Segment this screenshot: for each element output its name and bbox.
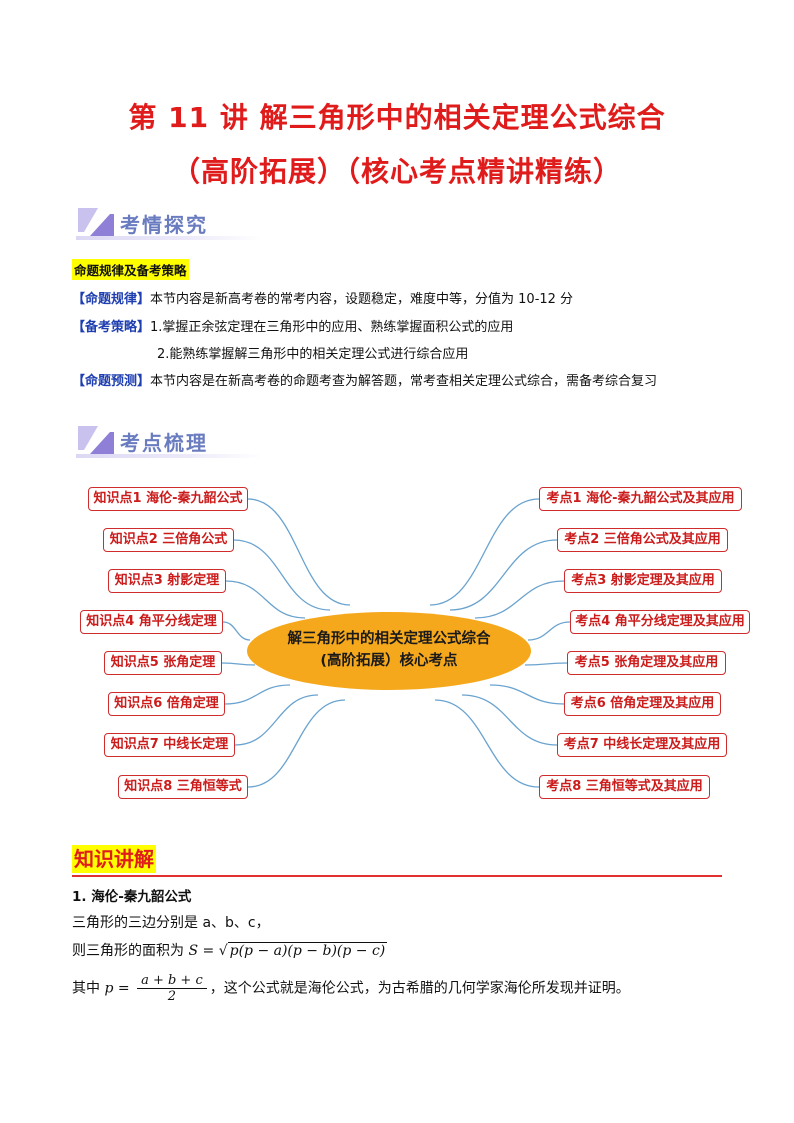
connector-left xyxy=(233,539,331,611)
section-header-key-points: 考点梳理 xyxy=(76,424,266,460)
sqrt-symbol: √ xyxy=(218,943,228,959)
fraction: a + b + c 2 xyxy=(137,973,207,1004)
rule-text: 1.掌握正余弦定理在三角形中的应用、熟练掌握面积公式的应用 xyxy=(150,320,514,335)
page-subtitle: （高阶拓展）（核心考点精讲精练） xyxy=(171,155,622,188)
exam-point-node: 考点1 海伦-秦九韶公式及其应用 xyxy=(539,487,742,511)
knowledge-node: 知识点7 中线长定理 xyxy=(104,733,235,757)
connector-right xyxy=(429,498,540,606)
formula-lhs: p = xyxy=(104,980,130,997)
exam-point-node: 考点6 倍角定理及其应用 xyxy=(564,692,721,716)
knowledge-node: 知识点2 三倍角公式 xyxy=(103,528,234,552)
exam-point-node: 考点4 角平分线定理及其应用 xyxy=(570,610,750,634)
area-formula-line: 则三角形的面积为 S = √p(p − a)(p − b)(p − c) xyxy=(72,940,388,960)
rule-tag: 【备考策略】 xyxy=(72,320,151,335)
knowledge-node: 知识点3 射影定理 xyxy=(108,569,226,593)
rule-row: 【命题规律】本节内容是新高考卷的常考内容，设题稳定，难度中等，分值为 10-12… xyxy=(72,288,573,307)
section-decoration-icon xyxy=(78,426,114,454)
knowledge-heading: 知识讲解 xyxy=(72,845,156,873)
rule-text: 本节内容是在新高考卷的命题考查为解答题，常考查相关定理公式综合，需备考综合复习 xyxy=(150,374,658,389)
section-underline xyxy=(76,236,262,240)
center-line-2: (高阶拓展）核心考点 xyxy=(320,653,458,669)
connector-right xyxy=(527,621,571,641)
connector-left xyxy=(247,498,351,606)
knowledge-node: 知识点8 三角恒等式 xyxy=(118,775,248,799)
connector-left xyxy=(222,621,251,641)
exam-point-node: 考点5 张角定理及其应用 xyxy=(567,651,726,675)
section-header-exam-analysis: 考情探究 xyxy=(76,206,266,242)
connector-right xyxy=(461,694,558,746)
exam-point-node: 考点3 射影定理及其应用 xyxy=(564,569,722,593)
connector-right xyxy=(474,580,565,619)
exam-point-node: 考点2 三倍角公式及其应用 xyxy=(557,528,728,552)
formula-prefix: 其中 xyxy=(72,980,100,997)
item-title: 1. 海伦-秦九韶公式 xyxy=(72,889,192,905)
rule-tag: 【命题规律】 xyxy=(72,292,151,307)
knowledge-node: 知识点1 海伦-秦九韶公式 xyxy=(88,487,248,511)
knowledge-node: 知识点4 角平分线定理 xyxy=(80,610,223,634)
rule-row: 【备考策略】1.掌握正余弦定理在三角形中的应用、熟练掌握面积公式的应用 xyxy=(72,316,513,335)
section-decoration-icon xyxy=(78,208,114,236)
exam-point-node: 考点8 三角恒等式及其应用 xyxy=(539,775,710,799)
fraction-denominator: 2 xyxy=(167,989,177,1004)
center-line-1: 解三角形中的相关定理公式综合 xyxy=(287,631,491,647)
rule-row: 【命题预测】本节内容是在新高考卷的命题考查为解答题，常考查相关定理公式综合，需备… xyxy=(72,370,657,389)
section-underline xyxy=(76,454,262,458)
page-title: 第 11 讲 解三角形中的相关定理公式综合 xyxy=(128,101,666,134)
knowledge-divider xyxy=(72,875,722,877)
strategy-label: 命题规律及备考策略 xyxy=(72,259,189,280)
connector-right xyxy=(434,699,540,788)
connector-left xyxy=(247,699,346,788)
knowledge-node: 知识点6 倍角定理 xyxy=(108,692,225,716)
connector-left xyxy=(234,694,319,746)
fraction-numerator: a + b + c xyxy=(137,973,207,989)
formula-suffix: ，这个公式就是海伦公式，为古希腊的几何学家海伦所发现并证明。 xyxy=(209,980,630,997)
connector-right xyxy=(524,662,568,666)
connector-left xyxy=(225,580,306,619)
section-heading: 考点梳理 xyxy=(120,431,208,455)
exam-point-node: 考点7 中线长定理及其应用 xyxy=(557,733,727,757)
connector-left xyxy=(221,662,256,666)
rule-tag: 【命题预测】 xyxy=(72,374,151,389)
rule-text: 本节内容是新高考卷的常考内容，设题稳定，难度中等，分值为 10-12 分 xyxy=(150,292,574,307)
rule-continuation: 2.能熟练掌握解三角形中的相关定理公式进行综合应用 xyxy=(157,347,469,362)
mind-map-connectors xyxy=(221,498,571,788)
connector-right xyxy=(449,539,558,611)
formula-prefix: 则三角形的面积为 xyxy=(72,943,184,959)
formula-lhs: S = xyxy=(188,943,215,959)
p-formula-line: 其中 p = a + b + c 2 ，这个公式就是海伦公式，为古希腊的几何学家… xyxy=(72,973,630,1004)
text-line: 三角形的三边分别是 a、b、c， xyxy=(72,915,270,931)
formula-radicand: p(p − a)(p − b)(p − c) xyxy=(227,942,388,959)
section-heading: 考情探究 xyxy=(120,213,208,237)
connector-right xyxy=(489,684,565,705)
mind-map-center: 解三角形中的相关定理公式综合 (高阶拓展）核心考点 xyxy=(247,612,531,690)
connector-left xyxy=(224,684,291,705)
mind-map: 解三角形中的相关定理公式综合 (高阶拓展）核心考点 知识点1 海伦-秦九韶公式 … xyxy=(0,470,794,810)
knowledge-node: 知识点5 张角定理 xyxy=(104,651,222,675)
